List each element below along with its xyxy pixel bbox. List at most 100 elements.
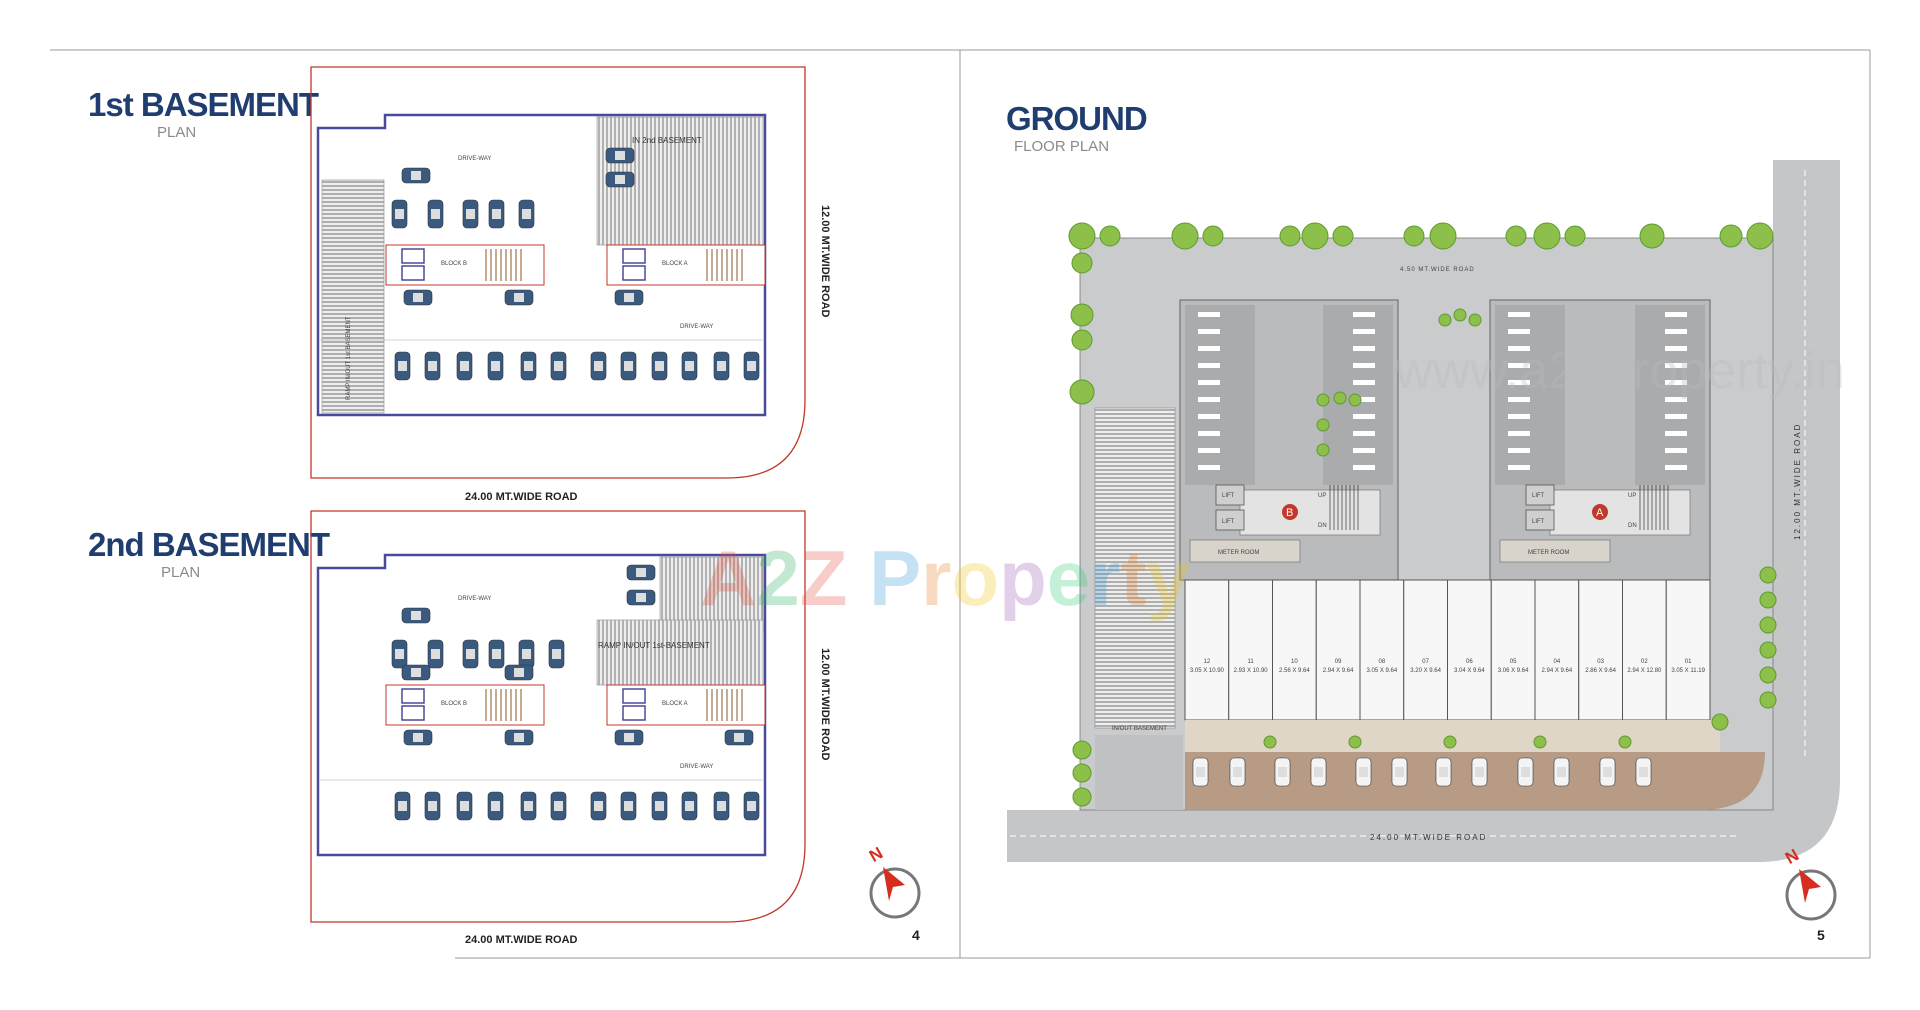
parking-slot: [1198, 465, 1220, 470]
parking-slot: [1508, 312, 1530, 317]
car-roof: [1395, 767, 1404, 777]
car-roof: [747, 361, 756, 371]
car-roof: [522, 649, 531, 659]
car-roof: [460, 801, 469, 811]
parking-slot: [1353, 431, 1375, 436]
compass-left: N: [866, 843, 921, 919]
car-roof: [636, 568, 646, 577]
parked-car-icon: [518, 639, 535, 669]
car-roof: [685, 801, 694, 811]
parking-slot: [1198, 431, 1220, 436]
site-boundary: [310, 510, 806, 923]
shop-unit: [1184, 579, 1230, 721]
tree-icon: [1071, 252, 1093, 274]
tree-icon: [1071, 329, 1093, 351]
car-roof: [398, 361, 407, 371]
parked-car-icon: [651, 351, 668, 381]
shop-unit: [1490, 579, 1536, 721]
tree-icon: [1533, 222, 1561, 250]
tree-icon: [1316, 393, 1330, 407]
parked-car-icon: [427, 199, 444, 229]
tree-icon: [1072, 787, 1092, 807]
tree-icon: [1438, 313, 1452, 327]
tree-icon: [1348, 393, 1362, 407]
car-roof: [395, 209, 404, 219]
tree-icon: [1759, 641, 1777, 659]
parked-car-icon: [401, 607, 431, 624]
parking-slot: [1665, 363, 1687, 368]
tree-icon: [1453, 308, 1467, 322]
meter-room-label: METER ROOM: [1218, 550, 1259, 556]
ramp-label: IN/OUT BASEMENT: [1112, 726, 1167, 732]
page-number-right: 5: [1817, 927, 1825, 943]
tree-icon: [1403, 225, 1425, 247]
tree-icon: [1348, 735, 1362, 749]
parked-car-icon: [605, 147, 635, 164]
site-boundary: [310, 66, 806, 479]
lift: [622, 705, 646, 721]
parked-car-icon: [394, 351, 411, 381]
tree-icon: [1429, 222, 1457, 250]
parking-slot: [1508, 414, 1530, 419]
parking-slot: [1665, 431, 1687, 436]
basement1-plan: 1st BASEMENT PLAN RAMP IN/OUT 1st BASEME…: [88, 66, 831, 503]
tree-icon: [1072, 740, 1092, 760]
parked-car-icon: [626, 589, 656, 606]
parked-car-icon: [504, 664, 534, 681]
stair-up: UP: [1318, 493, 1326, 499]
parked-car-icon: [605, 171, 635, 188]
tree-icon: [1759, 566, 1777, 584]
shop-unit: [1315, 579, 1361, 721]
shop-unit: [1534, 579, 1580, 721]
parked-car-icon: [626, 564, 656, 581]
parked-car-icon: [403, 289, 433, 306]
block-label: BLOCK A: [662, 261, 688, 267]
parking-slot: [1665, 465, 1687, 470]
parked-car-icon: [462, 639, 479, 669]
parking-slot: [1198, 414, 1220, 419]
parking-slot: [1508, 329, 1530, 334]
car-roof: [428, 361, 437, 371]
car-roof: [1314, 767, 1323, 777]
car-roof: [524, 361, 533, 371]
parked-car-icon: [590, 791, 607, 821]
parking-slot: [1665, 414, 1687, 419]
road-label-right: 12.00 MT.WIDE ROAD: [819, 648, 831, 761]
parking-slot: [1665, 397, 1687, 402]
parking-slot: [1508, 397, 1530, 402]
parking-bay: [1635, 305, 1705, 485]
shop-size: 3.05 X 11.19: [1671, 668, 1705, 674]
parked-car-icon: [394, 791, 411, 821]
car-roof: [734, 733, 744, 742]
lift-label: LIFT: [1532, 519, 1545, 525]
tree-icon: [1618, 735, 1632, 749]
car-roof: [413, 733, 423, 742]
parked-car-icon: [1229, 757, 1246, 787]
tree-icon: [1069, 379, 1095, 405]
lift: [622, 248, 646, 264]
watermark-logo: A2Z Property: [700, 534, 1190, 622]
parking-slot: [1198, 312, 1220, 317]
car-roof: [395, 649, 404, 659]
shop-number: 03: [1597, 659, 1604, 665]
tree-icon: [1746, 222, 1774, 250]
lift-label: LIFT: [1532, 493, 1545, 499]
parked-car-icon: [1192, 757, 1209, 787]
shop-unit: [1622, 579, 1667, 721]
shop-number: 09: [1335, 659, 1342, 665]
car-roof: [1196, 767, 1205, 777]
shop-size: 2.94 X 9.64: [1323, 668, 1354, 674]
parked-car-icon: [504, 289, 534, 306]
car-roof: [594, 801, 603, 811]
meter-room: [1499, 539, 1611, 563]
compass-right: N: [1782, 845, 1837, 921]
page-number-left: 4: [912, 927, 920, 943]
parked-car-icon: [713, 351, 730, 381]
shop-size: 2.94 X 9.64: [1542, 668, 1573, 674]
car-roof: [1521, 767, 1530, 777]
parking-slot: [1353, 397, 1375, 402]
tree-icon: [1759, 591, 1777, 609]
car-roof: [624, 293, 634, 302]
road-label-right: 12.00 MT.WIDE ROAD: [819, 205, 831, 318]
